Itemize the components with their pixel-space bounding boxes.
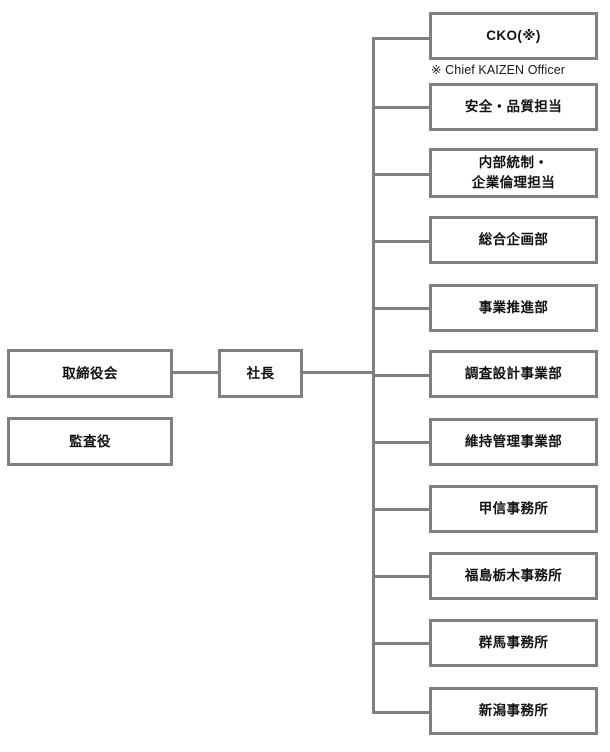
node-label: 事業推進部: [478, 300, 549, 316]
node-maintenance-div[interactable]: 維持管理事業部: [429, 418, 598, 466]
node-auditor[interactable]: 監査役: [7, 417, 173, 466]
connector-trunk-to-cko: [372, 37, 432, 40]
node-label: 甲信事務所: [478, 501, 549, 517]
connector-president-to-trunk: [302, 371, 375, 374]
connector-trunk-to-survey-design: [372, 374, 432, 377]
connector-trunk-to-niigata-office: [372, 711, 432, 714]
connector-trunk-to-planning: [372, 240, 432, 243]
node-label: 総合企画部: [478, 232, 549, 248]
connector-trunk-to-safety-quality: [372, 106, 432, 109]
connector-trunk-to-fukushima-tochigi-office: [372, 575, 432, 578]
cko-footnote: ※ Chief KAIZEN Officer: [431, 63, 566, 77]
connector-trunk-to-maintenance: [372, 441, 432, 444]
node-koshin-office[interactable]: 甲信事務所: [429, 485, 598, 533]
node-label: 取締役会: [62, 365, 118, 381]
node-gunma-office[interactable]: 群馬事務所: [429, 619, 598, 667]
node-label: 安全・品質担当: [464, 99, 563, 115]
node-niigata-office[interactable]: 新潟事務所: [429, 687, 598, 735]
connector-trunk-to-internal-control: [372, 173, 432, 176]
node-label: 調査設計事業部: [464, 366, 563, 382]
connector-trunk-to-promotion: [372, 307, 432, 310]
node-safety-quality[interactable]: 安全・品質担当: [429, 83, 598, 131]
node-label: 監査役: [69, 433, 111, 449]
node-president[interactable]: 社長: [218, 349, 303, 398]
node-label: 群馬事務所: [478, 635, 549, 651]
node-business-promotion-dept[interactable]: 事業推進部: [429, 284, 598, 332]
connector-board-to-president: [173, 371, 219, 374]
connector-trunk-to-gunma-office: [372, 642, 432, 645]
node-label: 福島栃木事務所: [464, 568, 563, 584]
node-cko[interactable]: CKO(※): [429, 12, 598, 60]
node-board-of-directors[interactable]: 取締役会: [7, 349, 173, 398]
connector-trunk-to-koshin-office: [372, 508, 432, 511]
node-fukushima-tochigi-office[interactable]: 福島栃木事務所: [429, 552, 598, 600]
node-survey-design-div[interactable]: 調査設計事業部: [429, 350, 598, 398]
node-general-planning-dept[interactable]: 総合企画部: [429, 216, 598, 264]
node-label: 社長: [246, 365, 275, 381]
node-label: 維持管理事業部: [464, 434, 563, 450]
node-label: 新潟事務所: [478, 703, 549, 719]
node-label: 内部統制・ 企業倫理担当: [471, 154, 556, 190]
node-label: CKO(※): [486, 28, 541, 44]
node-internal-control[interactable]: 内部統制・ 企業倫理担当: [429, 148, 598, 198]
